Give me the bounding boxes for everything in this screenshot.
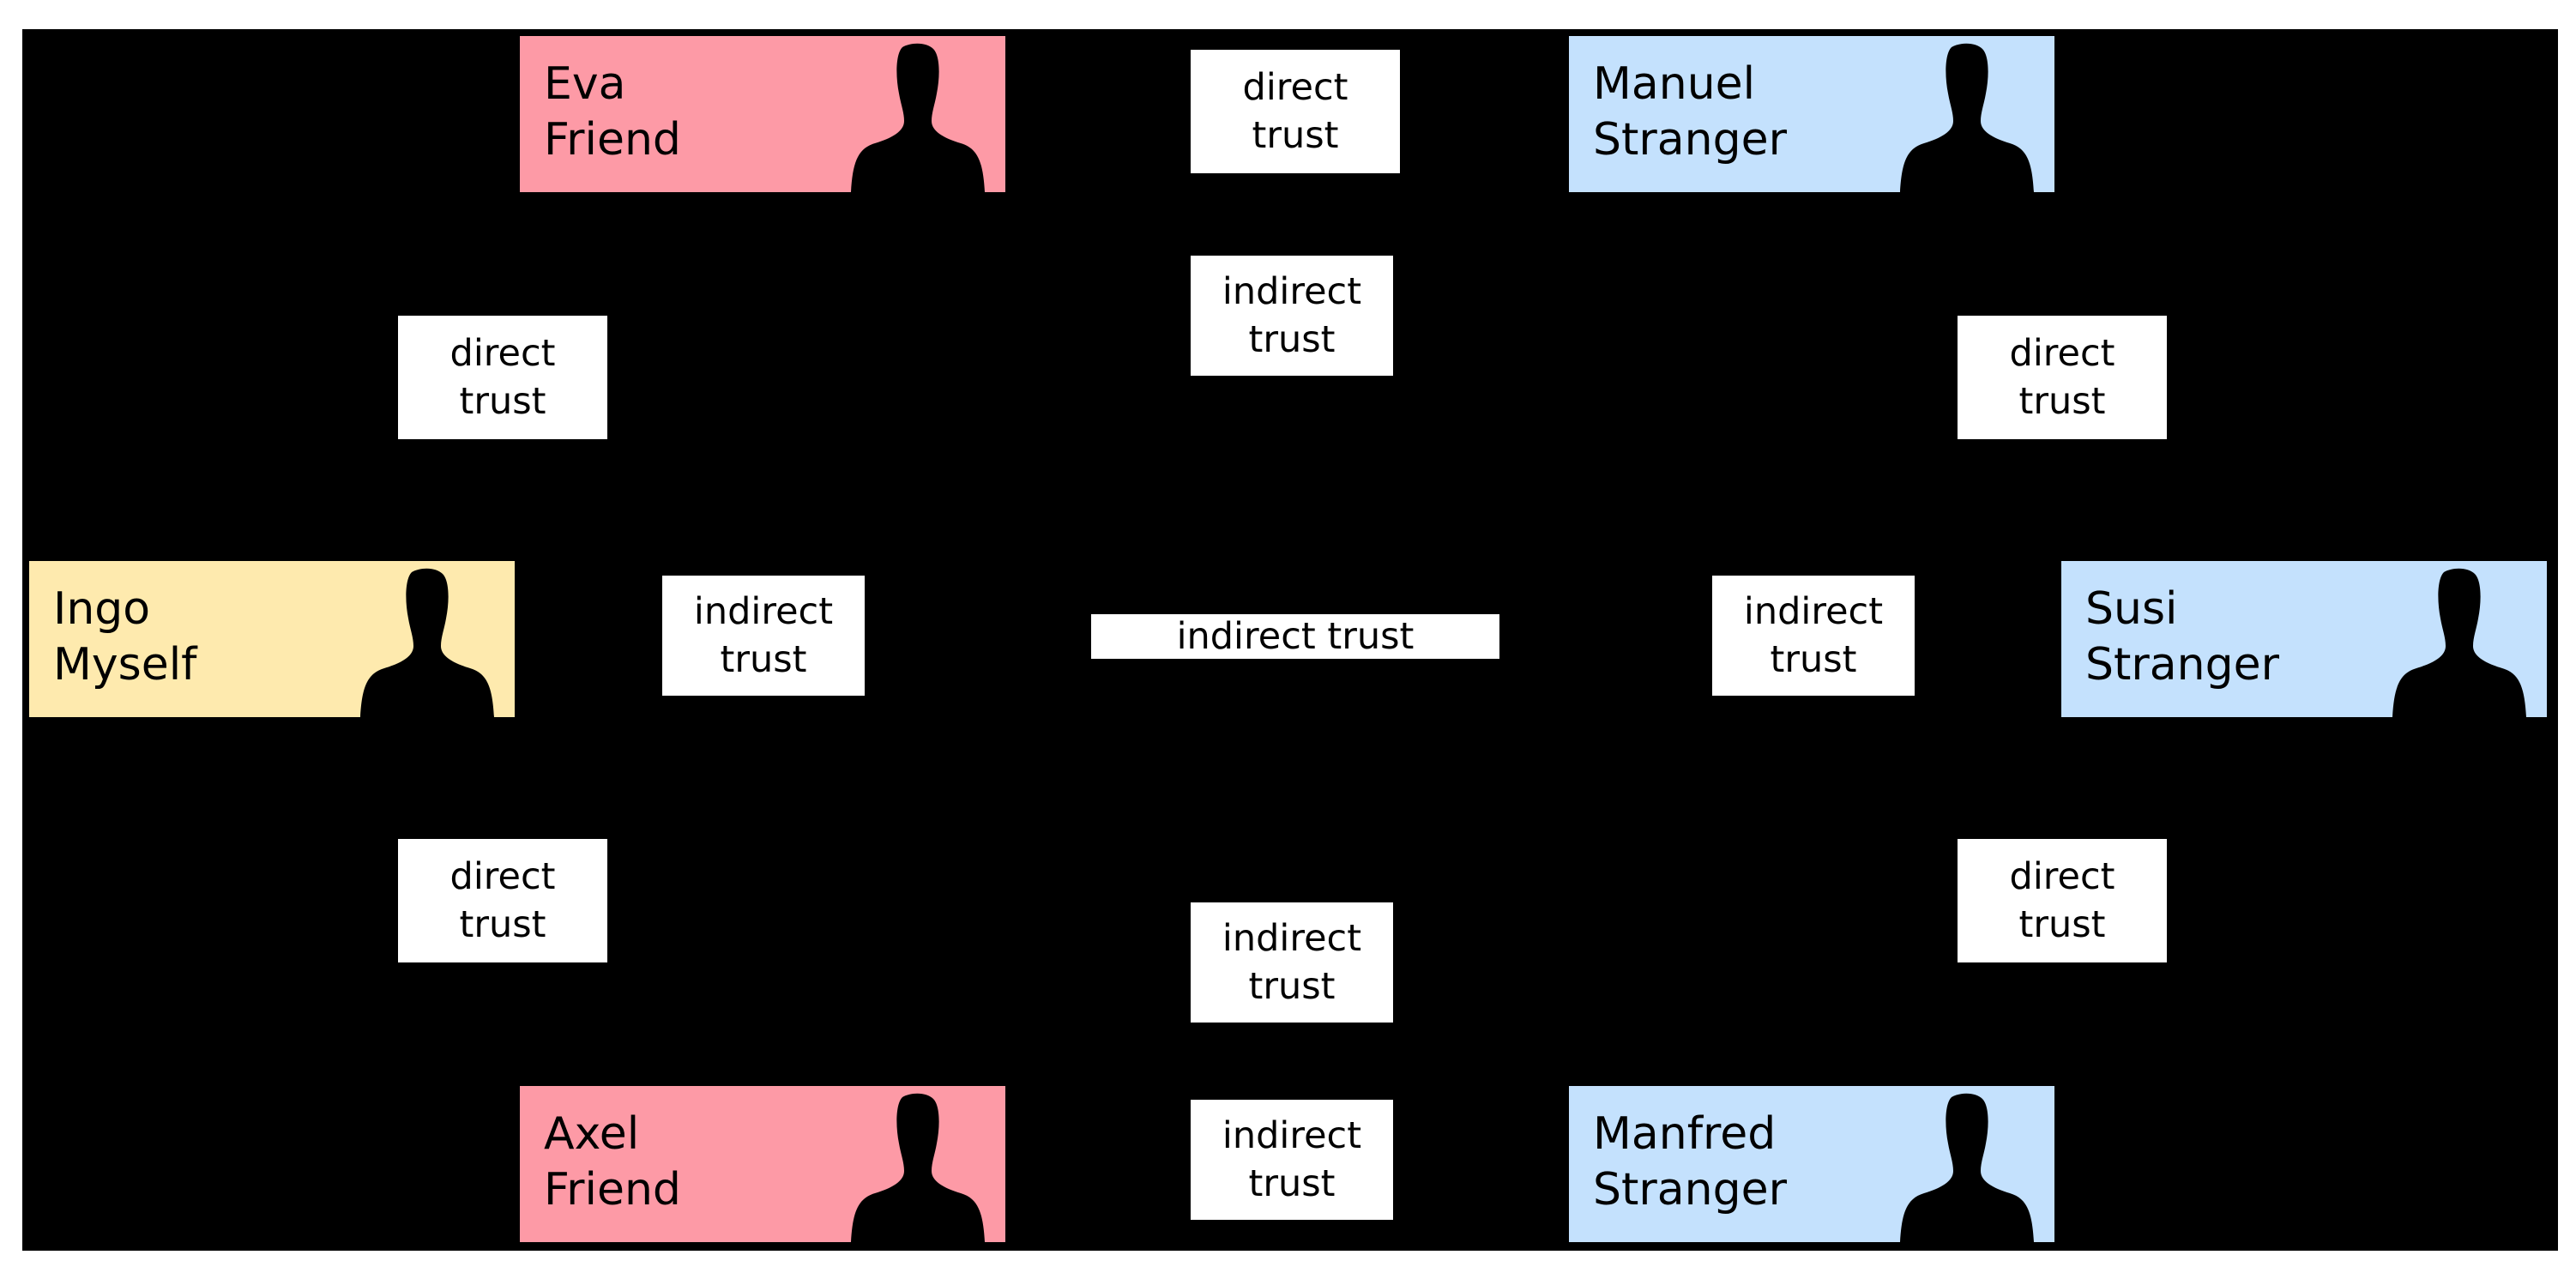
person-role: Friend [544, 114, 681, 166]
person-first-name: Manfred [1593, 1108, 1777, 1160]
person-name-manfred: Manfred Stranger [1593, 1107, 1787, 1218]
person-silhouette-icon [851, 1093, 985, 1242]
person-card-manuel: Manuel Stranger [1569, 36, 2054, 192]
trust-label-text: direct trust [1242, 66, 1348, 157]
trust-label-center: indirect trust [1091, 614, 1499, 659]
person-silhouette-icon [851, 43, 985, 192]
person-card-axel: Axel Friend [520, 1086, 1005, 1242]
person-card-susi: Susi Stranger [2061, 561, 2547, 717]
person-first-name: Manuel [1593, 58, 1756, 110]
person-name-manuel: Manuel Stranger [1593, 57, 1787, 168]
trust-label-text: indirect trust [1743, 590, 1884, 681]
trust-label-ingo-eva: direct trust [398, 316, 607, 439]
trust-label-text: direct trust [2009, 332, 2115, 423]
person-name-ingo: Ingo Myself [53, 582, 196, 693]
person-first-name: Axel [544, 1108, 640, 1160]
trust-label-text: indirect trust [1222, 270, 1362, 361]
trust-label-axel-manfred: indirect trust [1191, 1100, 1393, 1220]
trust-label-susi-near: indirect trust [1712, 576, 1915, 696]
person-role: Friend [544, 1164, 681, 1216]
trust-label-text: indirect trust [1222, 917, 1362, 1008]
trust-label-text: indirect trust [1176, 615, 1415, 658]
silhouette-shape [851, 1093, 985, 1242]
silhouette-shape [360, 568, 494, 717]
person-silhouette-icon [360, 568, 494, 717]
person-silhouette-icon [1900, 43, 2034, 192]
trust-label-susi-manfred: direct trust [1958, 839, 2167, 962]
trust-label-ingo-near: indirect trust [662, 576, 865, 696]
person-name-axel: Axel Friend [544, 1107, 681, 1218]
person-silhouette-icon [2392, 568, 2526, 717]
trust-label-ingo-manfred: indirect trust [1191, 902, 1393, 1023]
person-role: Stranger [1593, 1164, 1787, 1216]
trust-label-text: direct trust [2009, 855, 2115, 946]
person-card-eva: Eva Friend [520, 36, 1005, 192]
person-first-name: Susi [2085, 583, 2178, 635]
trust-label-text: indirect trust [1222, 1114, 1362, 1205]
person-card-ingo: Ingo Myself [29, 561, 515, 717]
silhouette-shape [1900, 1093, 2034, 1242]
person-first-name: Eva [544, 58, 626, 110]
person-first-name: Ingo [53, 583, 151, 635]
person-role: Myself [53, 639, 197, 691]
trust-label-text: direct trust [449, 855, 556, 946]
trust-label-ingo-axel: direct trust [398, 839, 607, 962]
person-name-susi: Susi Stranger [2085, 582, 2279, 693]
person-card-manfred: Manfred Stranger [1569, 1086, 2054, 1242]
person-silhouette-icon [1900, 1093, 2034, 1242]
silhouette-shape [2392, 568, 2526, 717]
person-role: Stranger [1593, 114, 1787, 166]
trust-label-text: indirect trust [693, 590, 834, 681]
trust-label-text: direct trust [449, 332, 556, 423]
diagram-canvas: Eva Friend Manuel Stranger Ingo Myself S… [22, 29, 2558, 1251]
trust-label-ingo-manuel: indirect trust [1191, 256, 1393, 376]
trust-label-eva-manuel: direct trust [1191, 50, 1400, 173]
silhouette-shape [851, 43, 985, 192]
silhouette-shape [1900, 43, 2034, 192]
person-name-eva: Eva Friend [544, 57, 681, 168]
person-role: Stranger [2085, 639, 2279, 691]
trust-label-manuel-susi: direct trust [1958, 316, 2167, 439]
